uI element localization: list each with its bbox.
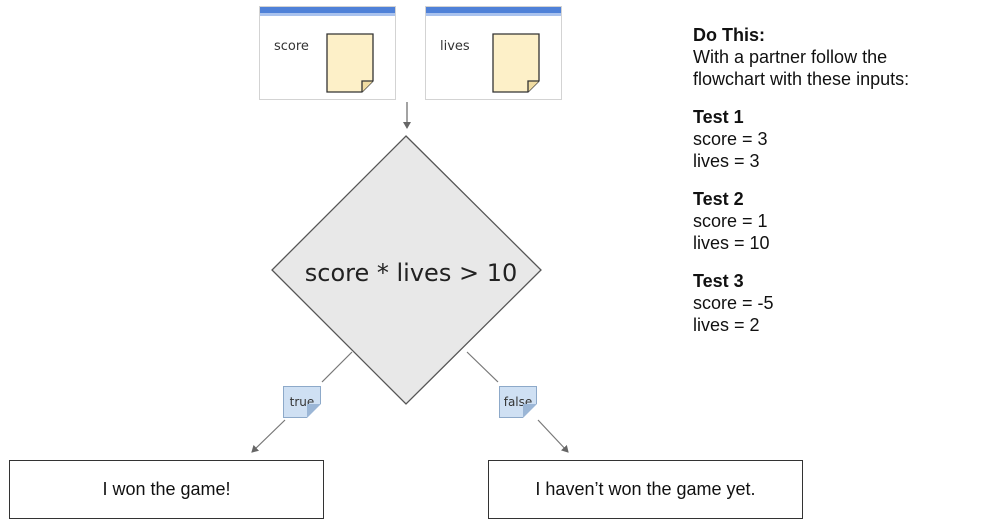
false-branch-line-upper [466, 351, 499, 383]
true-branch-arrow [251, 419, 286, 453]
variable-name-lives: lives [440, 39, 470, 54]
sticky-note-icon [492, 33, 540, 93]
test-lives: lives = 2 [693, 315, 760, 335]
test-lives: lives = 10 [693, 233, 770, 253]
score-variable-box: score [259, 6, 396, 100]
variable-header-stripe [426, 13, 561, 16]
not-yet-outcome-box: I haven’t won the game yet. [488, 460, 803, 519]
test-case: Test 1 score = 3 lives = 3 [693, 106, 983, 172]
lives-variable-box: lives [425, 6, 562, 100]
instructions-intro: Do This: With a partner follow the flowc… [693, 24, 983, 90]
instructions-heading: Do This: [693, 25, 765, 45]
not-yet-outcome-text: I haven’t won the game yet. [535, 479, 756, 499]
test-score: score = 1 [693, 211, 768, 231]
variable-header-bar [426, 7, 561, 13]
variable-header-stripe [260, 13, 395, 16]
win-outcome-box: I won the game! [9, 460, 324, 519]
test-title: Test 1 [693, 107, 744, 127]
true-branch-tag: true [283, 386, 321, 418]
test-case: Test 2 score = 1 lives = 10 [693, 188, 983, 254]
tag-fold [307, 404, 321, 418]
variable-name-score: score [274, 39, 309, 54]
variable-header-bar [260, 7, 395, 13]
instructions-line: flowchart with these inputs: [693, 69, 910, 89]
sticky-note-icon [326, 33, 374, 93]
tag-fold [523, 404, 537, 418]
false-branch-tag: false [499, 386, 537, 418]
false-branch-arrow [537, 419, 569, 453]
test-title: Test 3 [693, 271, 744, 291]
decision-diamond [271, 135, 542, 405]
instructions-line: With a partner follow the [693, 47, 888, 67]
test-score: score = 3 [693, 129, 768, 149]
true-branch-line-upper [321, 351, 353, 383]
test-lives: lives = 3 [693, 151, 760, 171]
test-title: Test 2 [693, 189, 744, 209]
instructions-panel: Do This: With a partner follow the flowc… [693, 24, 983, 352]
decision-condition: score * lives > 10 [304, 259, 518, 287]
test-score: score = -5 [693, 293, 774, 313]
test-case: Test 3 score = -5 lives = 2 [693, 270, 983, 336]
win-outcome-text: I won the game! [102, 479, 231, 499]
